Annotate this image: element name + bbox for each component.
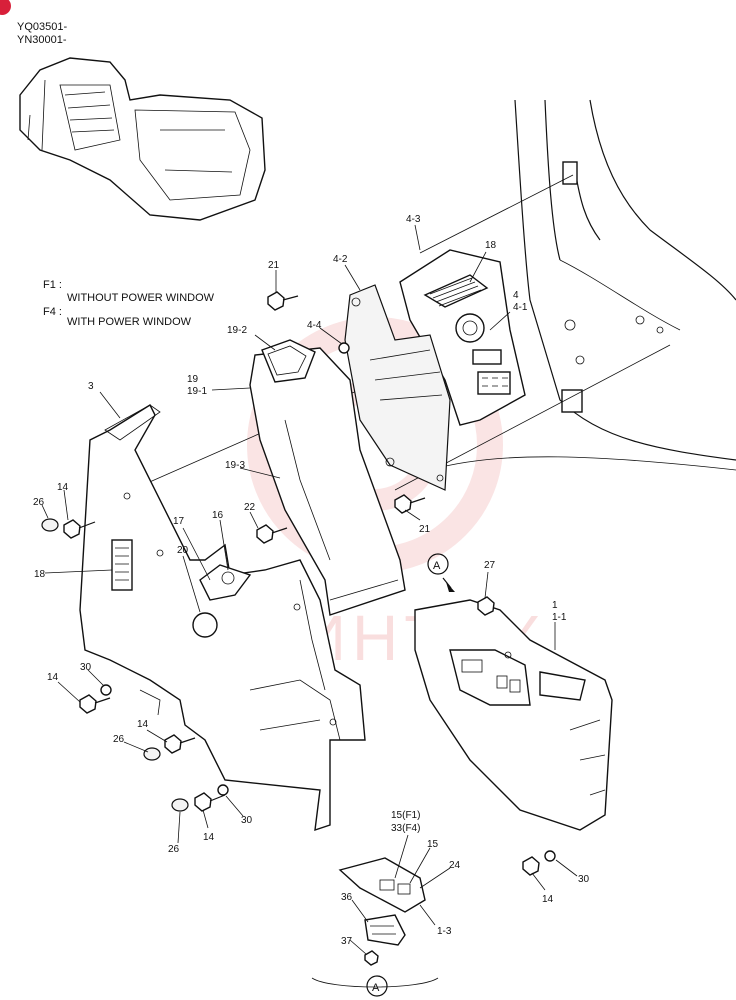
callout-19-3: 19-3 [225,460,245,471]
callout-14-a: 14 [57,482,69,493]
part-3-side-panel [79,403,366,832]
callout-22: 22 [244,502,256,513]
callout-labels: 4-3 18 4-2 21 4 4-1 4-4 19-2 19 19-1 3 1… [33,214,590,947]
callout-4: 4 [513,290,519,301]
fasteners [41,291,556,966]
callout-27: 27 [484,560,496,571]
callout-1-1: 1-1 [552,612,567,623]
callout-26-b: 26 [113,734,125,745]
callout-3: 3 [88,381,94,392]
bolt-21-top [267,291,299,311]
callout-26-a: 26 [33,497,45,508]
callout-30-c: 30 [578,874,590,885]
callout-21-bottom: 21 [419,524,431,535]
callout-37: 37 [341,936,353,947]
cab-overview-sketch [19,57,266,221]
serial-range-1: YQ03501- [17,21,67,33]
leader-lines [41,224,578,988]
callout-17: 17 [173,516,185,527]
serial-range-2: YN30001- [17,34,67,46]
legend-f4-text: WITH POWER WINDOW [67,316,192,328]
legend-f1-text: WITHOUT POWER WINDOW [67,292,215,304]
callout-26-c: 26 [168,844,180,855]
callout-14-b: 14 [47,672,59,683]
view-marker-letter-top: A [433,560,441,572]
cab-wall-outline [429,99,736,471]
part-1-right-console [414,599,613,831]
corner-badge [0,0,11,15]
callout-1: 1 [552,600,558,611]
callout-33-f4: 33(F4) [391,823,420,834]
callout-14-c: 14 [137,719,149,730]
view-marker-a-bottom: A [366,975,388,997]
callout-30-a: 30 [80,662,92,673]
callout-19-2: 19-2 [227,325,247,336]
legend-f4-code: F4 : [43,306,62,318]
callout-21-top: 21 [268,260,280,271]
callout-24: 24 [449,860,461,871]
callout-19: 19 [187,374,199,385]
callout-19-1: 19-1 [187,386,207,397]
callout-15-f1: 15(F1) [391,810,420,821]
callout-16: 16 [212,510,224,521]
part-4-3-cowl [399,249,526,426]
view-marker-letter-bottom: A [372,982,380,994]
part-4-2-bracket [344,284,451,491]
view-marker-a-top: A [427,553,455,592]
callout-4-1: 4-1 [513,302,528,313]
callout-36: 36 [341,892,353,903]
callout-20: 20 [177,545,189,556]
callout-14-d: 14 [203,832,215,843]
legend-f1-code: F1 : [43,279,62,291]
part-19-panel [249,339,406,616]
callout-4-3: 4-3 [406,214,421,225]
callout-1-3: 1-3 [437,926,452,937]
callout-18-top: 18 [485,240,497,251]
callout-4-4: 4-4 [307,320,322,331]
callout-18-left: 18 [34,569,46,580]
callout-14-e: 14 [542,894,554,905]
part-1-3-switch-bracket [338,857,426,946]
callout-30-b: 30 [241,815,253,826]
callout-4-2: 4-2 [333,254,348,265]
callout-15: 15 [427,839,439,850]
